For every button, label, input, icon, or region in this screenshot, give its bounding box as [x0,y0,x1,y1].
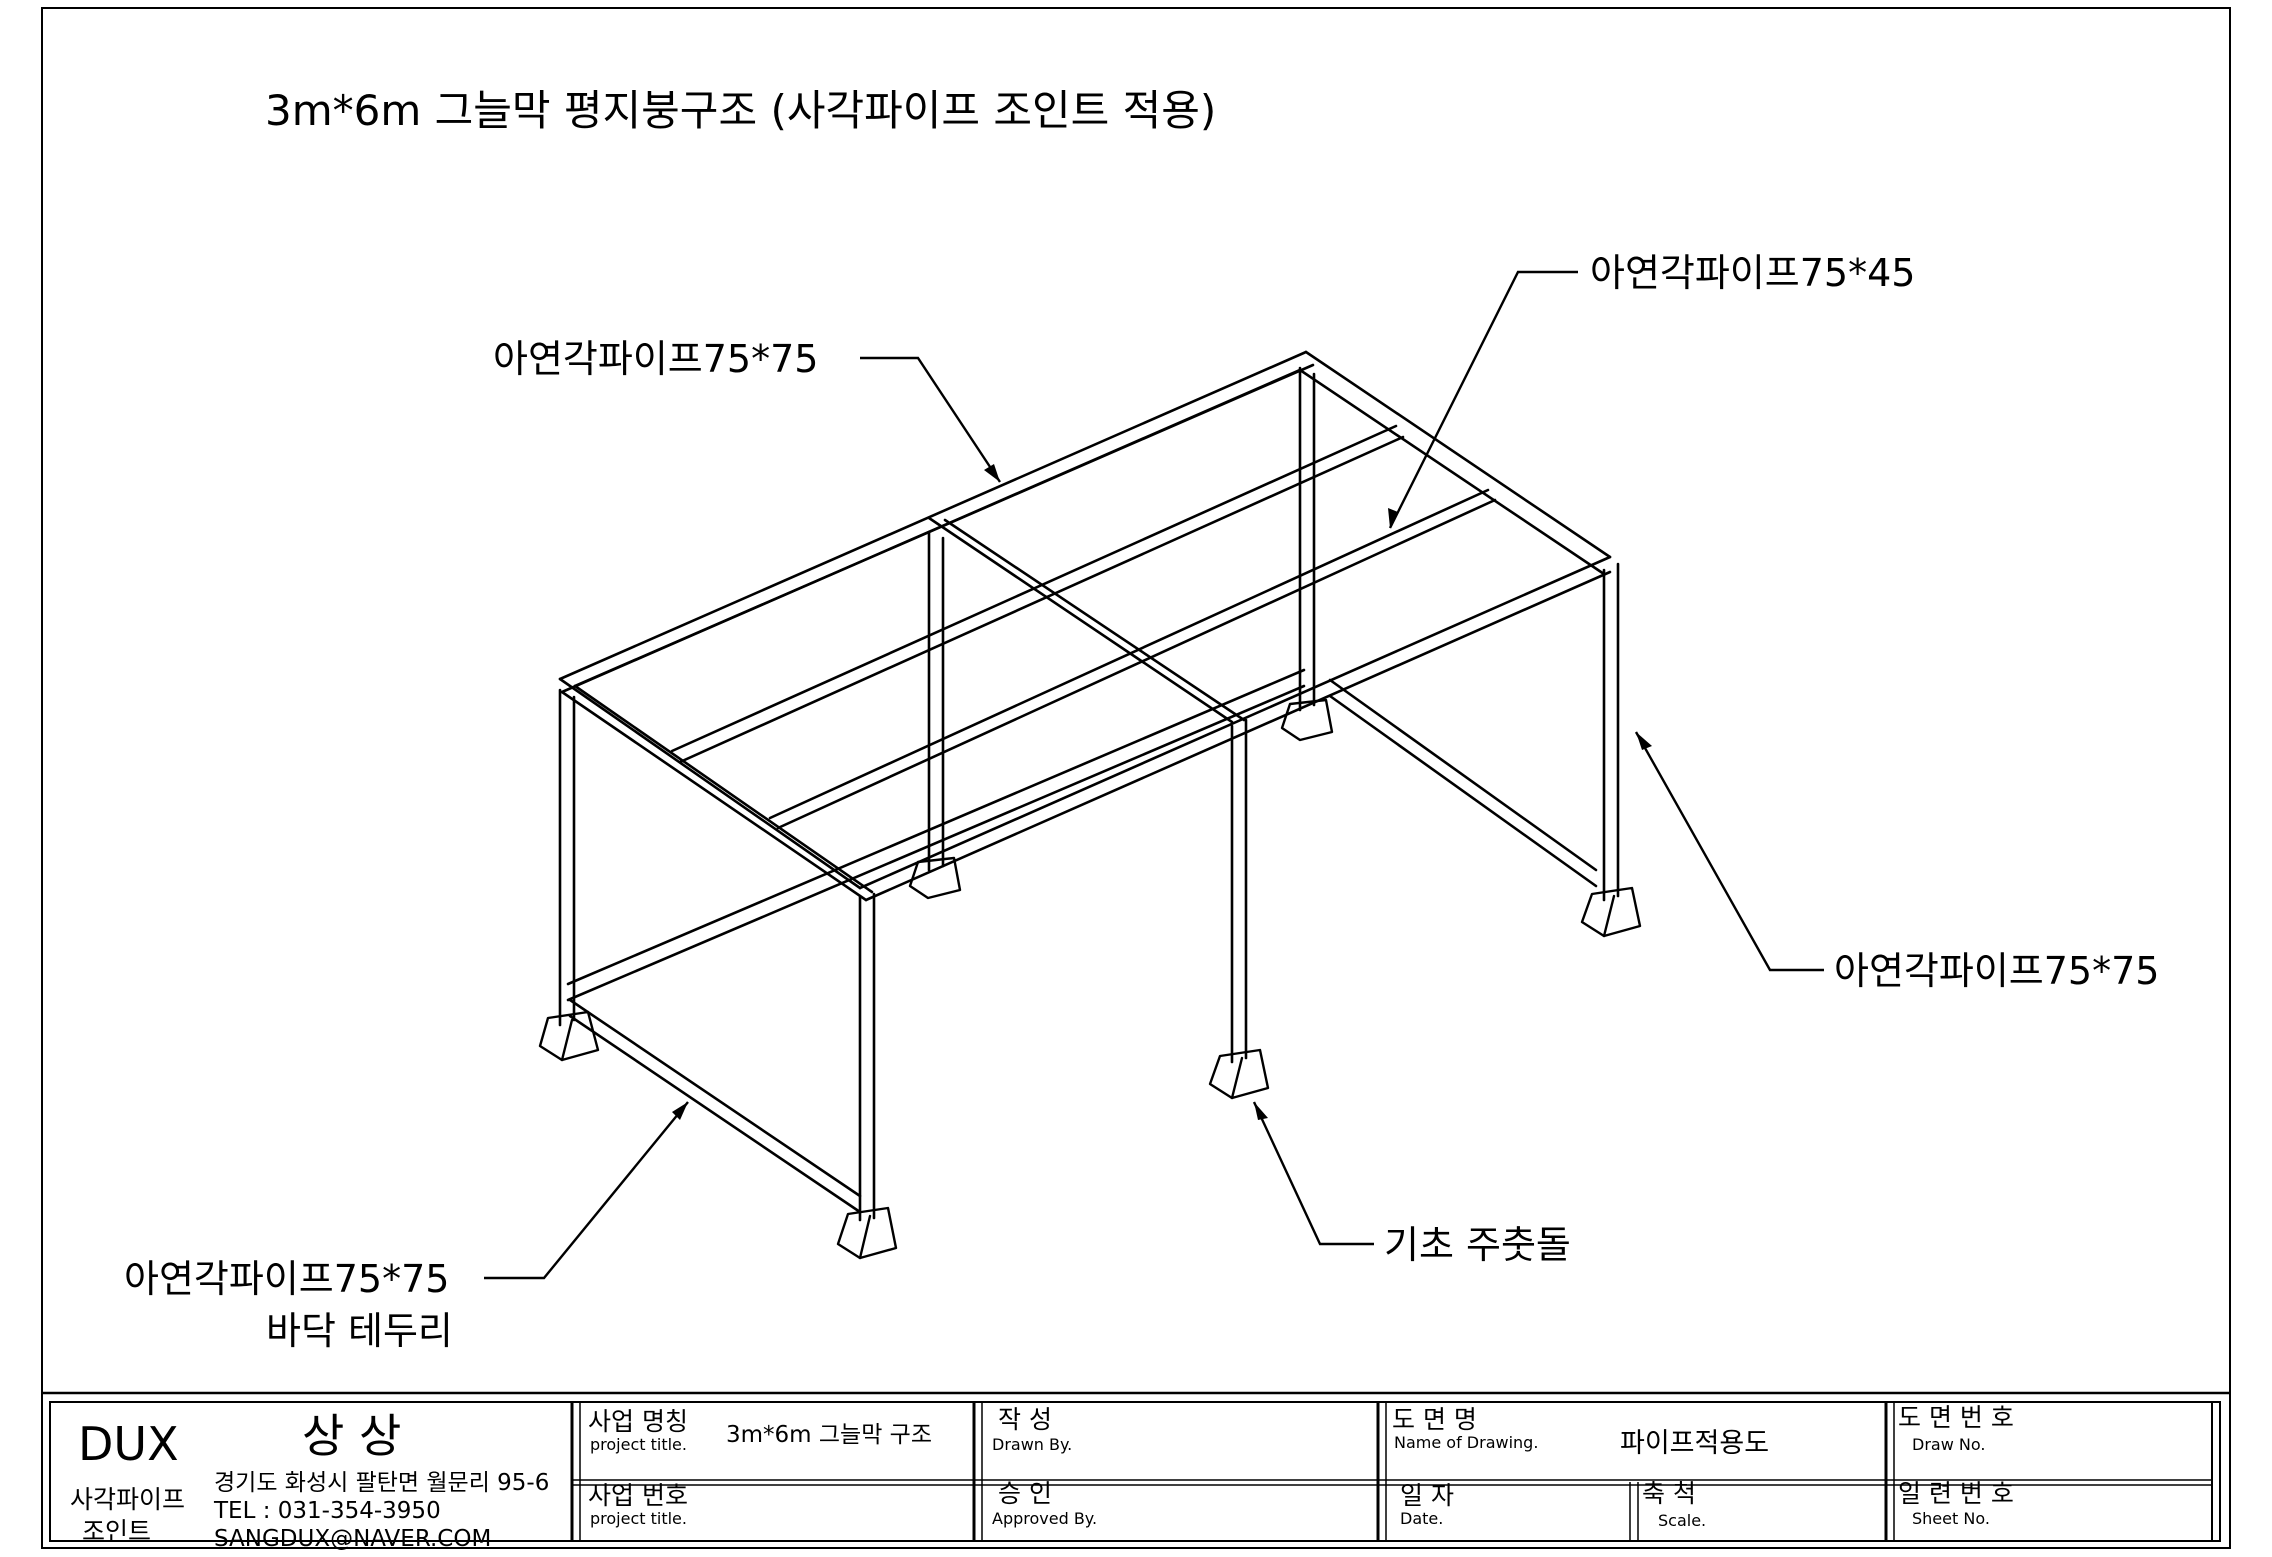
foundation-stone [1580,886,1642,938]
scale-label: 축 척 [1642,1479,1696,1508]
drawing-name-label: 도 면 명 [1392,1405,1477,1434]
project-number-label: 사업 번호 [588,1481,688,1510]
date-label-en: Date. [1400,1509,1443,1528]
brand-logo: DUX [78,1417,179,1471]
project-title-label-en: project title. [590,1435,687,1454]
sheet-number-label-en: Sheet No. [1912,1509,1990,1528]
draw-number-label-en: Draw No. [1912,1435,1985,1454]
leader-bottom-center [1252,1101,1374,1246]
foundation-stone [1280,698,1334,742]
drawing-name-value: 파이프적용도 [1620,1428,1769,1459]
leader-right [1634,731,1824,972]
date-label: 일 자 [1400,1481,1454,1510]
draw-number-label: 도 면 번 호 [1898,1403,2014,1432]
foundation-stone [836,1206,898,1260]
product-line-1: 사각파이프 [70,1485,185,1514]
company-name: 상 상 [302,1409,401,1463]
roof-purlin-2 [768,488,1497,830]
foundation-stone [538,1010,600,1062]
front-post-middle [1230,718,1248,1064]
drawn-by-label-en: Drawn By. [992,1435,1072,1454]
foundation-stone [1208,1048,1270,1100]
project-number-label-en: project title. [590,1509,687,1528]
leader-arrowheads [672,464,1652,1120]
title-block [42,1391,2230,1542]
sheet-border [41,7,2231,1549]
rear-post-middle [927,530,945,872]
company-tel: TEL : 031-354-3950 [213,1498,441,1524]
callout-bottom-left-1: 아연각파이프75*75 [124,1257,449,1301]
callout-bottom-center: 기초 주춧돌 [1384,1223,1571,1267]
roof-purlin-1 [670,424,1405,764]
leader-top-left [860,356,1002,483]
approved-by-label: 승 인 [998,1479,1052,1508]
front-post-left [558,688,576,1027]
drawing-title: 3m*6m 그늘막 평지붕구조 (사각파이프 조인트 적용) [265,86,1216,135]
roof-middle-cross-beam [927,516,1246,724]
drawing-name-label-en: Name of Drawing. [1394,1433,1538,1452]
rear-post-back [1298,366,1316,712]
leader-lines [484,270,1824,1280]
roof-front-beam [858,555,1612,902]
leader-top-right [1388,270,1578,529]
leader-bottom-left [484,1101,689,1280]
right-bottom-side-rail [1328,678,1598,888]
company-address: 경기도 화성시 팔탄면 월문리 95-6 [214,1470,549,1496]
drawn-by-label: 작 성 [998,1405,1052,1434]
foundation-stone [908,856,962,900]
project-title-value: 3m*6m 그늘막 구조 [726,1422,932,1448]
roof-back-beam [558,350,1315,694]
approved-by-label-en: Approved By. [992,1509,1097,1528]
rear-bottom-rail [566,668,1306,1002]
callout-top-right: 아연각파이프75*45 [1590,251,1915,295]
project-title-label: 사업 명칭 [588,1407,688,1436]
callout-right: 아연각파이프75*75 [1834,949,2159,993]
scale-label-en: Scale. [1658,1511,1706,1530]
roof-left-beam [558,677,874,902]
roof-right-beam [1298,350,1612,576]
company-email: SANGDUX@NAVER.COM [214,1526,491,1552]
left-bottom-rail [568,998,862,1214]
callout-top-left: 아연각파이프75*75 [493,337,818,381]
front-post-front [858,892,876,1222]
sheet-number-label: 일 련 번 호 [1898,1479,2014,1508]
front-post-right [1602,562,1620,902]
shade-structure [538,350,1642,1260]
callout-bottom-left-2: 바닥 테두리 [266,1309,453,1353]
product-line-2: 조인트 [82,1517,151,1546]
